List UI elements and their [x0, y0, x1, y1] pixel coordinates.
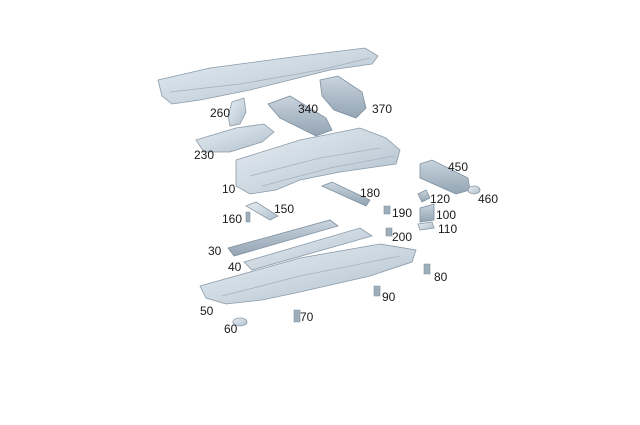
callout-230: 230	[194, 148, 215, 162]
part-460-plug	[467, 185, 481, 195]
callout-260: 260	[210, 106, 231, 120]
callout-40: 40	[228, 260, 242, 274]
callout-200: 200	[392, 230, 413, 244]
callout-80: 80	[434, 270, 448, 284]
callout-110: 110	[438, 222, 458, 236]
callout-460: 460	[478, 192, 499, 206]
part-110-bracket	[417, 221, 435, 231]
part-40-rail	[243, 227, 373, 271]
part-160-bolt	[245, 211, 251, 223]
part-cowl-panel	[157, 47, 379, 105]
part-80-bolt	[423, 263, 431, 275]
callout-50: 50	[200, 304, 214, 318]
part-70-bolt	[293, 309, 301, 323]
callout-120: 120	[430, 192, 451, 206]
callout-370: 370	[372, 102, 393, 116]
part-100-bracket	[419, 203, 435, 223]
part-370-member	[319, 75, 367, 119]
callout-70: 70	[300, 310, 314, 324]
part-340-rail	[267, 95, 333, 137]
part-30-sill	[227, 219, 339, 257]
part-90-bolt	[373, 285, 381, 297]
callout-30: 30	[208, 244, 222, 258]
callout-10: 10	[222, 182, 236, 196]
callout-60: 60	[224, 322, 238, 336]
part-200-fastener	[385, 227, 393, 237]
callout-180: 180	[360, 186, 381, 200]
callout-340: 340	[298, 102, 319, 116]
part-150-strip	[245, 201, 279, 221]
part-230-panel	[195, 123, 275, 153]
part-10-floor-panel	[235, 127, 401, 195]
part-180-brace	[320, 181, 371, 207]
callout-450: 450	[448, 160, 469, 174]
callout-90: 90	[382, 290, 396, 304]
callout-190: 190	[392, 206, 413, 220]
callout-160: 160	[222, 212, 243, 226]
part-260-bracket	[227, 97, 247, 127]
part-60-grommet	[232, 317, 248, 327]
callout-150: 150	[274, 202, 295, 216]
part-120-clip	[417, 189, 431, 203]
part-190-fastener	[383, 205, 391, 215]
callout-100: 100	[436, 208, 457, 222]
